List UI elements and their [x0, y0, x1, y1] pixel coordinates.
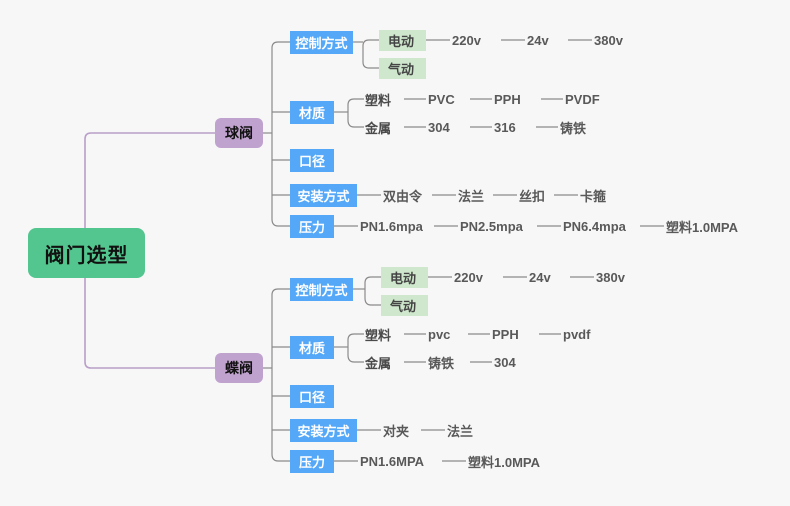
category-node-control-method-butterfly[interactable]: 控制方式: [290, 278, 353, 301]
leaf-node[interactable]: 380v: [596, 269, 625, 285]
material-group-metal-ball[interactable]: 金属: [365, 120, 392, 136]
branch-node-butterfly-valve[interactable]: 蝶阀: [215, 353, 263, 383]
category-node-install-method-butterfly[interactable]: 安装方式: [290, 419, 357, 442]
leaf-node[interactable]: 220v: [454, 269, 483, 285]
leaf-node[interactable]: pvc: [428, 326, 451, 342]
category-node-pressure-ball[interactable]: 压力: [290, 215, 334, 238]
leaf-node[interactable]: 塑料1.0MPA: [468, 454, 540, 470]
leaf-node[interactable]: 24v: [527, 32, 549, 48]
leaf-node[interactable]: PPH: [492, 326, 519, 342]
leaf-node[interactable]: 铸铁: [428, 355, 455, 371]
leaf-node[interactable]: 316: [494, 119, 516, 135]
leaf-node[interactable]: PVC: [428, 91, 455, 107]
leaf-node[interactable]: PN1.6mpa: [360, 218, 423, 234]
sub-node-pneumatic-ball[interactable]: 气动: [379, 58, 426, 79]
leaf-node[interactable]: pvdf: [563, 326, 591, 342]
sub-node-electric-butterfly[interactable]: 电动: [381, 267, 428, 288]
category-node-material-ball[interactable]: 材质: [290, 101, 334, 124]
leaf-node[interactable]: 卡箍: [580, 188, 607, 204]
material-group-plastic-ball[interactable]: 塑料: [365, 92, 392, 108]
sub-node-pneumatic-butterfly[interactable]: 气动: [381, 295, 428, 316]
leaf-node[interactable]: 铸铁: [560, 120, 587, 136]
root-node[interactable]: 阀门选型: [28, 228, 145, 278]
leaf-node[interactable]: 法兰: [458, 188, 485, 204]
category-node-control-method-ball[interactable]: 控制方式: [290, 31, 353, 54]
leaf-node[interactable]: 法兰: [447, 423, 474, 439]
category-node-install-method-ball[interactable]: 安装方式: [290, 184, 357, 207]
leaf-node[interactable]: PVDF: [565, 91, 600, 107]
leaf-node[interactable]: PPH: [494, 91, 521, 107]
material-group-plastic-butterfly[interactable]: 塑料: [365, 327, 392, 343]
category-node-diameter-ball[interactable]: 口径: [290, 149, 334, 172]
leaf-node[interactable]: 双由令: [383, 188, 423, 204]
leaf-node[interactable]: 塑料1.0MPA: [666, 219, 738, 235]
leaf-node[interactable]: 304: [494, 354, 516, 370]
material-group-metal-butterfly[interactable]: 金属: [365, 355, 392, 371]
leaf-node[interactable]: 380v: [594, 32, 623, 48]
leaf-node[interactable]: PN1.6MPA: [360, 453, 425, 469]
leaf-node[interactable]: 对夹: [383, 423, 410, 439]
leaf-node[interactable]: PN2.5mpa: [460, 218, 523, 234]
category-node-material-butterfly[interactable]: 材质: [290, 336, 334, 359]
leaf-node[interactable]: 304: [428, 119, 450, 135]
leaf-node[interactable]: 24v: [529, 269, 551, 285]
leaf-node[interactable]: 丝扣: [519, 188, 546, 204]
leaf-node[interactable]: PN6.4mpa: [563, 218, 626, 234]
sub-node-electric-ball[interactable]: 电动: [379, 30, 426, 51]
category-node-diameter-butterfly[interactable]: 口径: [290, 385, 334, 408]
branch-node-ball-valve[interactable]: 球阀: [215, 118, 263, 148]
category-node-pressure-butterfly[interactable]: 压力: [290, 450, 334, 473]
leaf-node[interactable]: 220v: [452, 32, 481, 48]
